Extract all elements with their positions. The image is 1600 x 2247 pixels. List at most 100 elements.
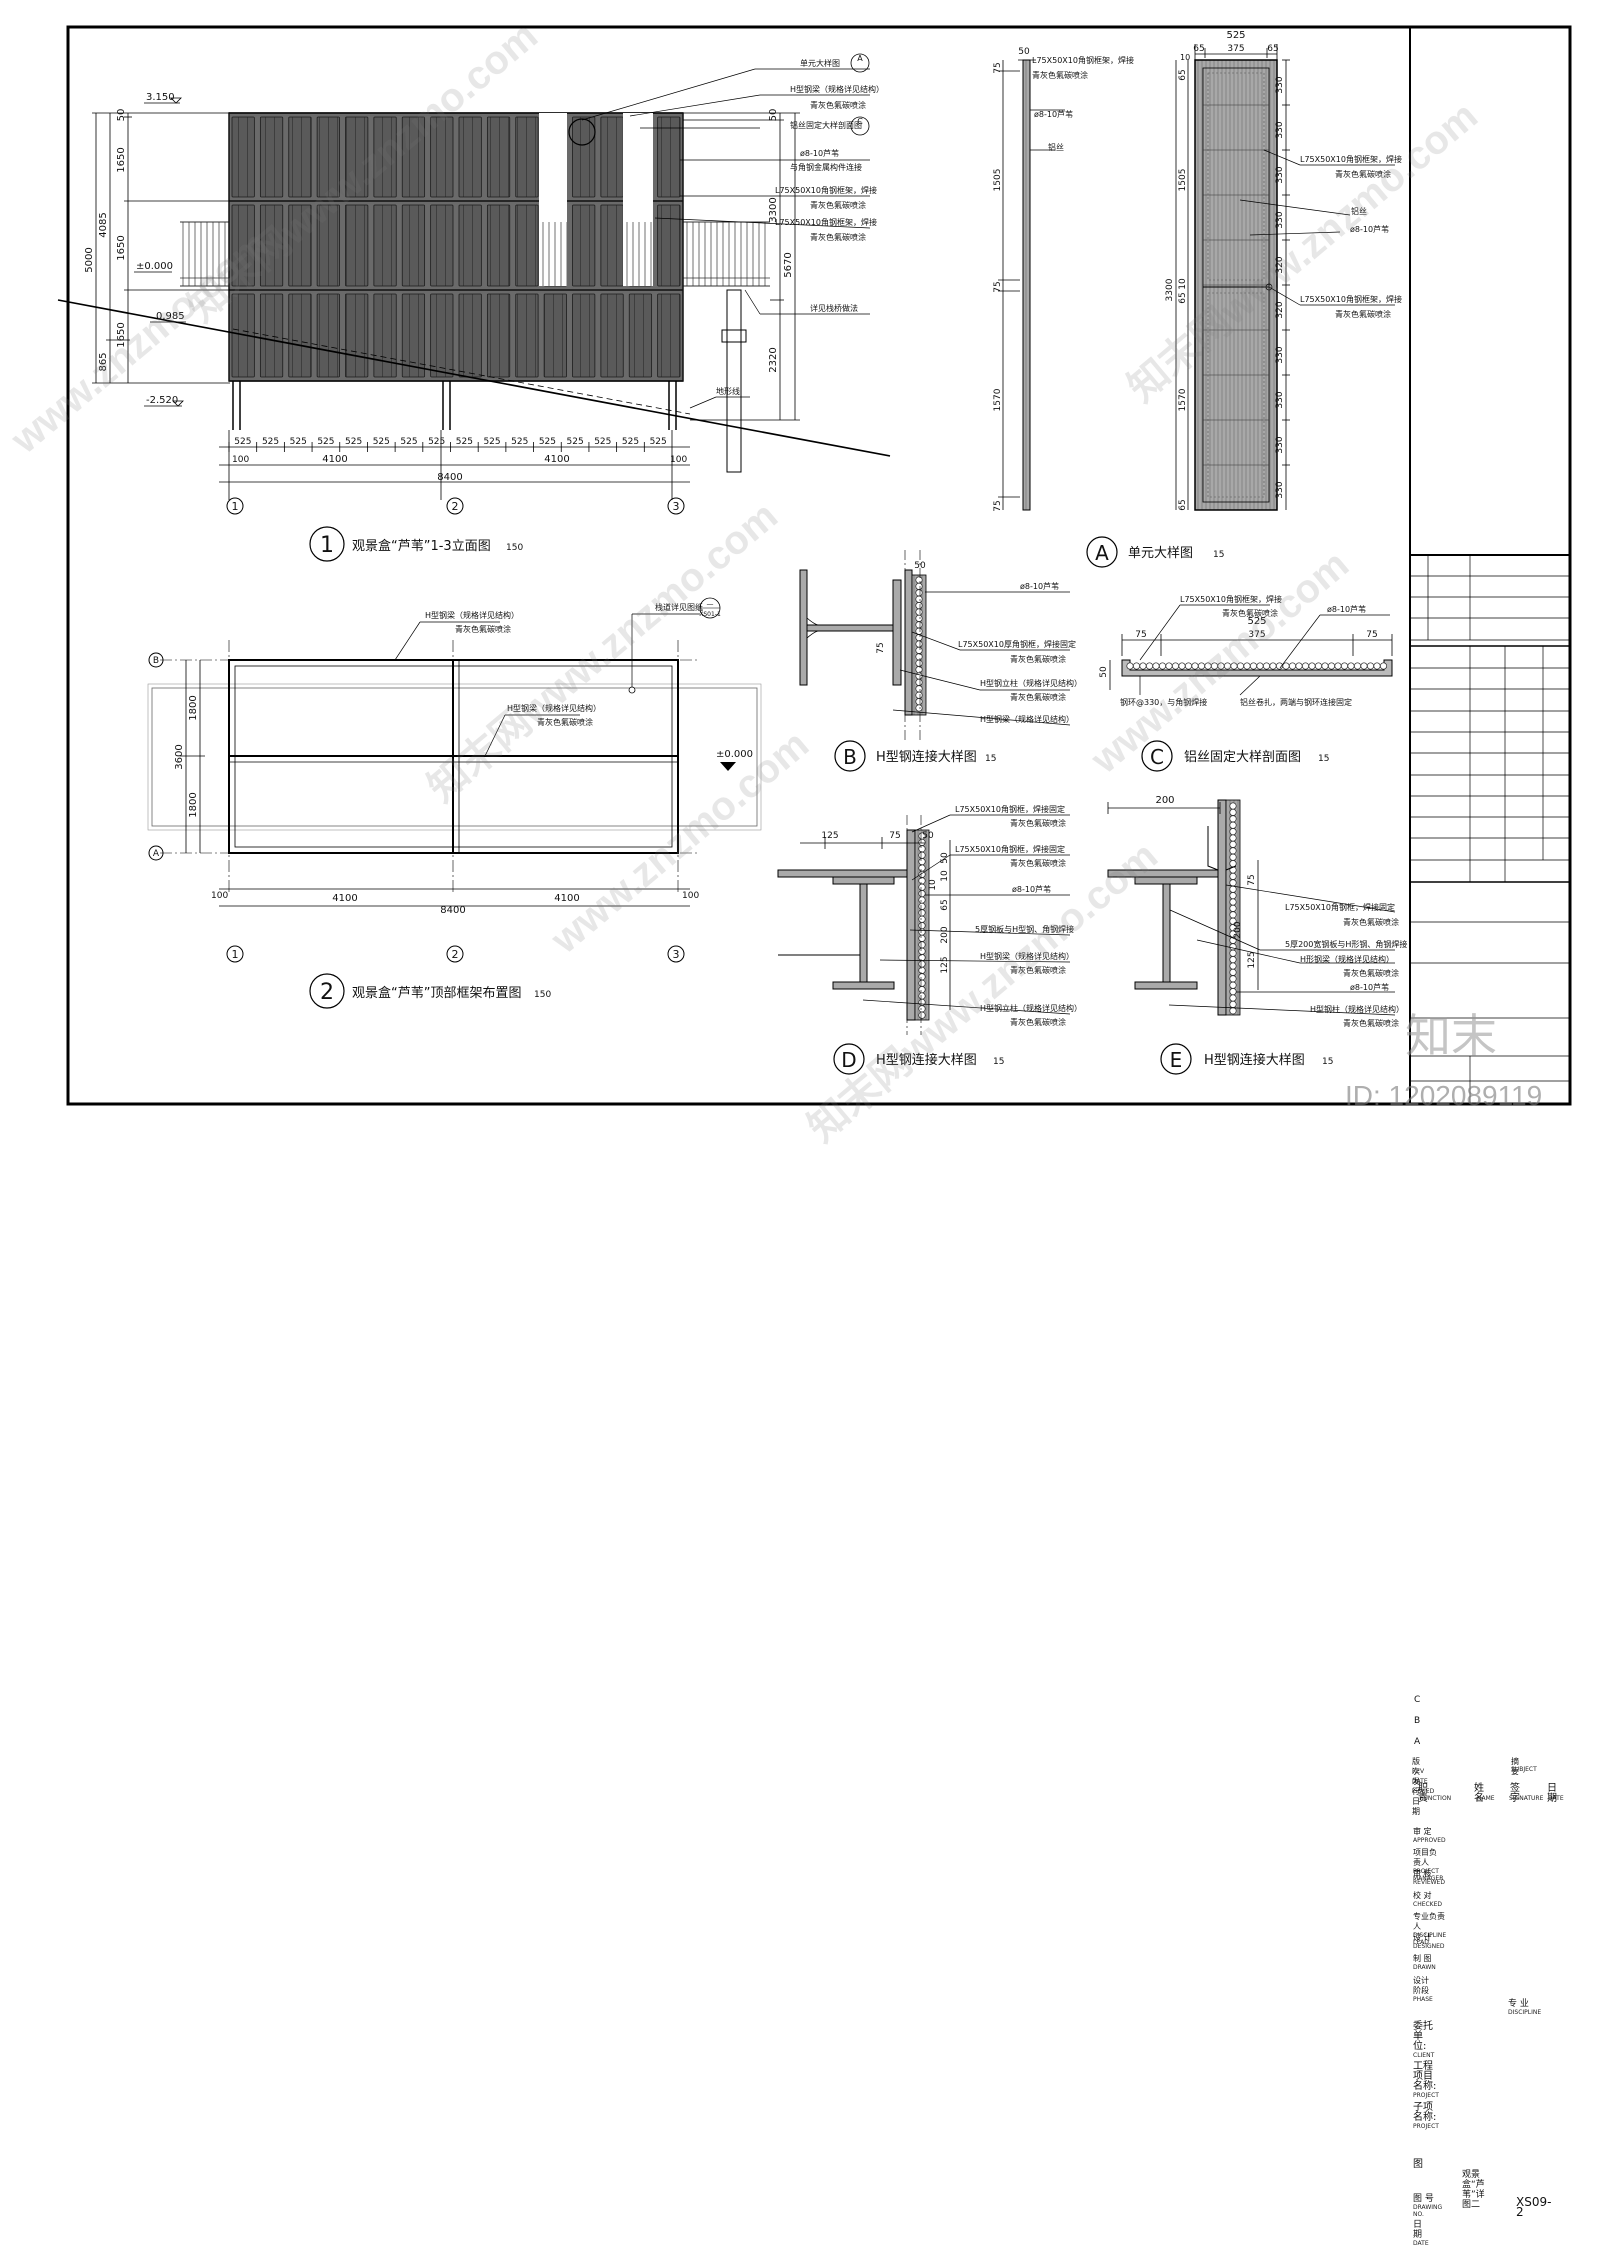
reed-stem [1347, 662, 1355, 670]
reed-stem [1229, 994, 1237, 1002]
reed-panel [657, 204, 681, 287]
reed-stem [1145, 662, 1154, 670]
reed-stem [915, 576, 923, 584]
unit-front-3300: 3300 [1165, 278, 1175, 301]
viewC-title: 铝丝固定大样剖面图 [1184, 750, 1301, 765]
reed-stem [918, 915, 926, 923]
reed-panel [288, 293, 312, 378]
module-dim: 525 [373, 437, 390, 447]
detB-angle: L75X50X10厚角钢框，焊接固定 [958, 639, 1076, 649]
unit-front-coat: 青灰色氟碳喷涂 [1335, 169, 1391, 179]
reed-panel [600, 293, 624, 378]
reed-stem [1229, 962, 1237, 970]
detD-r200: 200 [940, 926, 950, 943]
reed-stem [1229, 968, 1237, 976]
detE-column: H型钢柱（规格详见结构） [1310, 1004, 1404, 1014]
callout-angle-1: L75X50X10角钢框架，焊接 [775, 185, 877, 195]
reed-panel [657, 116, 681, 198]
role-cn: 校 对 [1413, 1891, 1432, 1900]
unit-front-65-b: 65 [1267, 44, 1278, 54]
detC-dim-375: 375 [1248, 630, 1265, 640]
reed-stem [915, 646, 923, 654]
reed-stem [1249, 662, 1258, 670]
unit-side-reed: ø8-10芦苇 [1034, 109, 1073, 119]
reed-panel [486, 293, 511, 378]
unit-right-dim: 330 [1275, 121, 1285, 138]
reed-stem [1229, 808, 1237, 816]
reed-panel [373, 204, 397, 287]
reed-panel [401, 293, 426, 378]
reed-stem [1230, 662, 1238, 670]
reed-panel [657, 293, 681, 378]
plan-beam-mid-coat: 青灰色氟碳喷涂 [537, 717, 593, 727]
reed-stem [1229, 853, 1237, 861]
detC-dim-50: 50 [1099, 666, 1109, 678]
subproject-label-en: PROJECT [1413, 2123, 1439, 2130]
dim-5000: 5000 [84, 247, 95, 272]
reed-stem [1269, 662, 1277, 670]
title-label: 图 [1413, 2159, 1423, 2170]
detail-c: 75 375 75 525 50 L75X50X10角钢框架，焊接 青灰色氟碳喷… [1099, 594, 1393, 772]
role-en: PHASE [1413, 1996, 1433, 2003]
detD-dim-50: 50 [922, 831, 934, 841]
reed-stem [918, 986, 926, 994]
unit-side-1505: 1505 [993, 169, 1003, 192]
reed-stem [1229, 1000, 1237, 1008]
viewA-title: 单元大样图 [1128, 546, 1193, 561]
unit-front-angle: L75X50X10角钢框架，焊接 [1300, 154, 1402, 164]
reed-panel [600, 204, 624, 287]
reed-panel [430, 204, 454, 287]
plan-dim-1800-a: 1800 [188, 695, 199, 720]
reed-panel [628, 293, 653, 378]
plan-dim-1800-b: 1800 [188, 792, 199, 817]
client-label: 委托单位: [1413, 2021, 1433, 2052]
reed-panel [288, 204, 312, 287]
module-dim: 525 [456, 437, 473, 447]
dim-bot-8400: 8400 [437, 472, 462, 483]
reed-panel [515, 293, 539, 378]
reed-panel [259, 116, 284, 198]
module-dim: 525 [290, 437, 307, 447]
reed-stem [918, 960, 926, 968]
reed-stem [918, 934, 926, 942]
reed-stem [1229, 879, 1237, 887]
viewB-scale: 15 [985, 754, 996, 764]
reed-stem [1229, 1007, 1237, 1015]
reed-stem [1229, 802, 1237, 810]
rev-hdr-en-rev: REV [1412, 1768, 1425, 1775]
detE-column-coat: 青灰色氟碳喷涂 [1343, 1018, 1399, 1028]
unit-right-dim: 330 [1275, 166, 1285, 183]
reed-panel [259, 204, 284, 287]
reed-panel [458, 204, 482, 287]
detail-mark-circle [568, 118, 596, 146]
drawing-title: 观景盒“芦苇”详图二 [1462, 2170, 1485, 2210]
detE-plate: 5厚200宽钢板与H形钢、角钢焊接 [1285, 939, 1407, 949]
level-2520: -2.520 [146, 395, 178, 406]
detB-beam: H型钢梁（规格详见结构） [980, 714, 1074, 724]
reed-stem [1229, 949, 1237, 957]
reed-stem [918, 896, 926, 904]
dim-left-1650-a: 1650 [116, 147, 127, 172]
reed-panel [401, 204, 426, 287]
unit-front-l1505: 1505 [1178, 169, 1188, 192]
date-label: 日期 [1413, 2220, 1423, 2240]
unit-front-angle-2: L75X50X10角钢框架，焊接 [1300, 294, 1402, 304]
reed-stem [918, 992, 926, 1000]
reed-panel [401, 116, 426, 198]
reed-stem [918, 851, 926, 859]
reed-stem [915, 672, 923, 680]
reed-panel [572, 293, 596, 378]
role-cn: 制 图 [1413, 1954, 1432, 1963]
reed-stem [1360, 662, 1368, 670]
reed-stem [1229, 840, 1237, 848]
dim-bot-4100-a: 4100 [322, 454, 347, 465]
reed-panel [231, 116, 255, 198]
module-dim: 525 [345, 437, 362, 447]
reed-stem [1210, 662, 1219, 670]
project-label: 工程项目名称: [1413, 2061, 1437, 2092]
view2-title: 观景盒“芦苇”顶部框架布置图 [352, 985, 521, 1001]
detD-dim-125: 125 [821, 831, 838, 841]
